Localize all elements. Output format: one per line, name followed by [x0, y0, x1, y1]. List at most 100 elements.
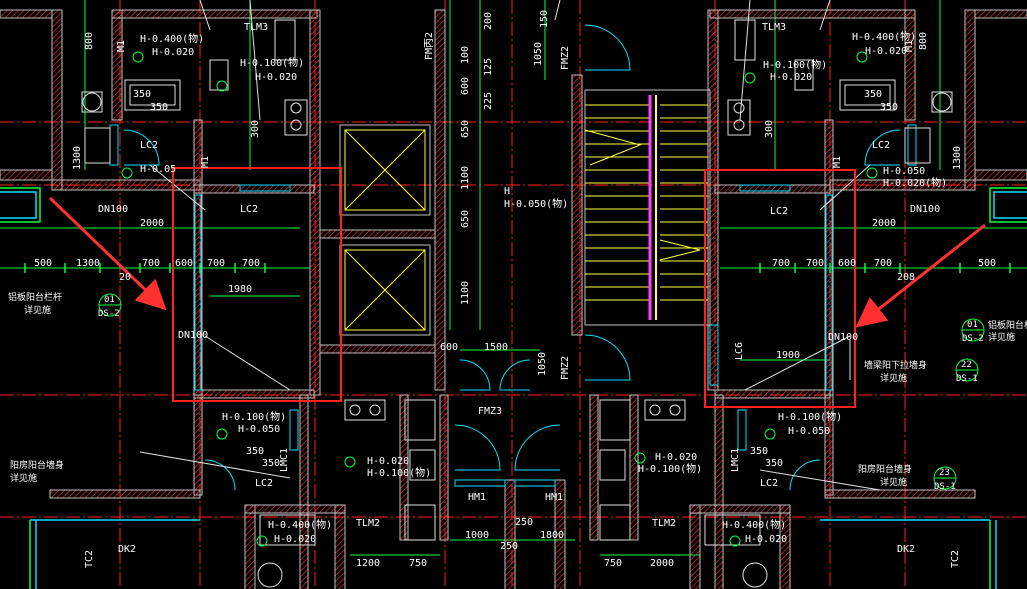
dim-650-b: 650 [460, 210, 471, 228]
dim-1800: 1800 [540, 530, 564, 541]
dim-700-c: 700 [242, 258, 260, 269]
label-note-l2: 详见施 [24, 304, 51, 316]
dim-1500: 1500 [484, 342, 508, 353]
dim-225: 225 [483, 92, 494, 110]
walls [0, 9, 1027, 589]
label-h0020-tr3: H-0.020 [770, 72, 812, 83]
label-note-mr1: 墙梁阳下拉墙身 [864, 359, 927, 371]
dim-350-g: 350 [750, 446, 768, 457]
label-h0050-br: H-0.050 [788, 426, 830, 437]
dim-2000-b: 2000 [650, 558, 674, 569]
tag-01-l: 01 [104, 295, 115, 305]
dim-700-r1: 700 [772, 258, 790, 269]
label-h0020-bl: H-0.020 [274, 534, 316, 545]
dim-700-r2: 700 [806, 258, 824, 269]
label-lc2-room-r: LC2 [770, 206, 788, 217]
label-m1-c: M1 [904, 40, 915, 52]
label-dn100-l: DN100 [178, 330, 208, 341]
tag-ds2-l: DS-2 [98, 309, 120, 319]
dim-1050-a: 1050 [533, 42, 544, 66]
dim-150: 150 [539, 10, 550, 28]
dim-2000-l: 2000 [140, 218, 164, 229]
dim-750-l: 750 [409, 558, 427, 569]
tag-ds1b: DS-1 [934, 482, 956, 492]
elevator-shafts [319, 124, 436, 354]
highlight-box-right [704, 169, 856, 408]
dim-350-d: 350 [880, 102, 898, 113]
dim-750-r: 750 [604, 558, 622, 569]
dim-208-r: 208 [897, 272, 915, 283]
staircase [584, 89, 711, 326]
dim-1300-tl: 1300 [72, 146, 83, 170]
label-h0100-bc2: H-0.100(物) [638, 462, 702, 475]
windows [109, 124, 917, 487]
label-fmz3: FMZ3 [478, 406, 502, 417]
dimension-text: 2000 500 1300 700 600 700 700 20 1980 20… [34, 10, 996, 569]
label-lmc1-r: LMC1 [730, 448, 741, 472]
label-lc2-br: LC2 [760, 478, 778, 489]
dim-200: 200 [483, 12, 494, 30]
label-fmz2-mid: FMZ2 [560, 46, 571, 70]
label-h-center: H [504, 186, 510, 197]
arrow-left [48, 196, 167, 311]
label-note-bl1: 阳房阳台墙身 [10, 459, 64, 471]
label-h0020-tl: H-0.020 [152, 47, 194, 58]
label-lc2-tr: LC2 [872, 140, 890, 151]
label-h005-tl: H-0.05 [140, 164, 176, 175]
dim-125: 125 [483, 58, 494, 76]
door-swings [123, 24, 901, 491]
label-note-r1: 铝板阳台栏杆 [988, 319, 1027, 331]
label-m1-a: M1 [116, 40, 127, 52]
label-h0020-bc: H-0.020 [367, 456, 409, 467]
dim-700-a: 700 [142, 258, 160, 269]
label-h0020-tl2: H-0.020 [255, 72, 297, 83]
dim-500-r: 500 [978, 258, 996, 269]
label-h0400-tr: H-0.400(物) [852, 30, 916, 43]
label-note-bl2: 详见施 [10, 472, 37, 484]
label-tc2-l: TC2 [84, 550, 95, 568]
highlight-box-left [172, 167, 342, 402]
dim-2000-r: 2000 [872, 218, 896, 229]
dim-600-r: 600 [838, 258, 856, 269]
label-h0050-bl: H-0.050 [238, 424, 280, 435]
dim-800-tr: 800 [918, 32, 929, 50]
highlight-boxes [172, 167, 856, 408]
label-h0020-bc2: H-0.020 [655, 452, 697, 463]
label-lc2-room-l: LC2 [240, 204, 258, 215]
dim-700-r3: 700 [874, 258, 892, 269]
label-tlm2-r: TLM2 [652, 518, 676, 529]
tag-ds1: DS-1 [956, 374, 978, 384]
label-lc6: LC6 [734, 342, 745, 360]
dim-700-b: 700 [207, 258, 225, 269]
label-note-l1: 铝板阳台栏杆 [8, 291, 62, 303]
text-labels: TLM3 TLM3 H-0.400(物) H-0.020 H-0.100(物) … [8, 22, 1027, 568]
dim-600-a: 600 [175, 258, 193, 269]
label-tlm3-right: TLM3 [762, 22, 786, 33]
dim-350-f: 350 [262, 458, 280, 469]
dim-1100-a: 1100 [460, 166, 471, 190]
label-h0020-br: H-0.020 [745, 534, 787, 545]
dim-1000: 1000 [465, 530, 489, 541]
dim-1300-tr: 1300 [952, 146, 963, 170]
dim-600-c: 600 [440, 342, 458, 353]
label-h0100-bl: H-0.100(物) [222, 410, 286, 423]
leader-lines [139, 0, 881, 491]
label-m1-d: M1 [832, 156, 843, 168]
dim-1980: 1980 [228, 284, 252, 295]
label-m1-b: M1 [200, 156, 211, 168]
dim-600-v: 600 [460, 77, 471, 95]
dim-800-tl: 800 [84, 32, 95, 50]
label-h0020-tr: H-0.020(物) [883, 176, 947, 189]
dimension-lines [0, 0, 1027, 556]
dim-300-a: 300 [250, 120, 261, 138]
label-h0020-tr2: H-0.020 [865, 46, 907, 57]
label-hm1-l: HM1 [468, 492, 486, 503]
label-h0100-tl: H-0.100(物) [240, 56, 304, 69]
dim-1050-b: 1050 [537, 352, 548, 376]
label-dk2-r: DK2 [897, 544, 915, 555]
tag-23: 23 [939, 468, 950, 478]
annotation-arrows [48, 196, 986, 328]
label-h0400-br: H-0.400(物) [722, 518, 786, 531]
